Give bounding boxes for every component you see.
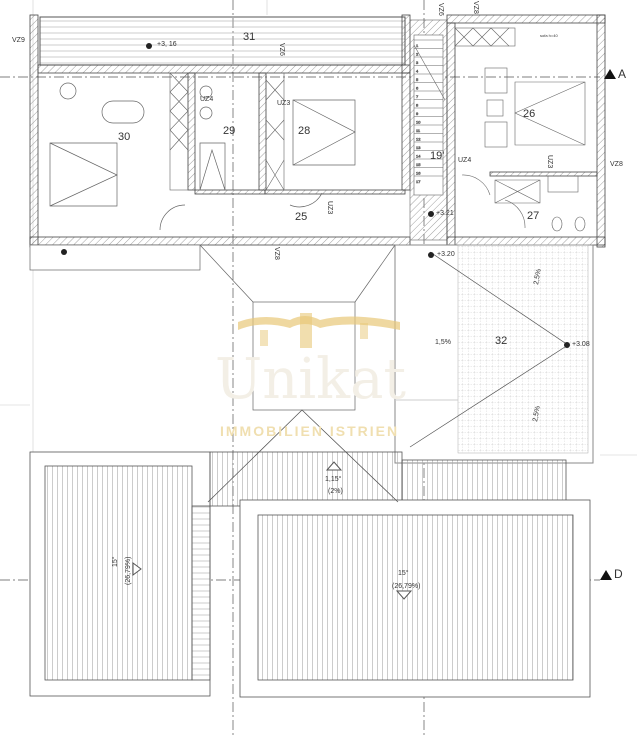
slope-terrace-left: 1,5% — [435, 339, 451, 346]
tag-vz8-top: VZ8 — [472, 1, 479, 14]
tag-vz6: VZ6 — [278, 43, 285, 56]
room-labels: 31 30 29 28 25 19' 26 27 32 — [118, 31, 539, 347]
furniture-right — [454, 27, 586, 232]
walls-left — [29, 14, 411, 248]
walls-right — [446, 14, 606, 248]
stair-step-number: 3 — [416, 60, 419, 65]
watermark-logo: Unikat IMMOBILIEN ISTRIEN — [215, 313, 406, 439]
slope-left-pct: (26,79%) — [125, 557, 132, 585]
stair-step-number: 6 — [416, 86, 419, 91]
stair-step-number: 7 — [416, 94, 419, 99]
stair-step-number: 16 — [416, 171, 421, 176]
room-30-label: 30 — [118, 131, 130, 143]
room-32-label: 32 — [495, 335, 507, 347]
stair-step-number: 10 — [416, 120, 421, 125]
stair-step-number: 2 — [416, 52, 419, 57]
stair-step-number: 5 — [416, 77, 419, 82]
stair-step-number: 11 — [416, 128, 421, 133]
slope-terrace-bottom: 2,5% — [532, 405, 542, 422]
stair-step-number: 1 — [416, 43, 419, 48]
section-mark-d: D — [614, 567, 623, 581]
tag-uz3-right: UZ3 — [546, 155, 553, 168]
watermark-tagline: IMMOBILIEN ISTRIEN — [220, 423, 399, 439]
room-26-label: 26 — [523, 108, 535, 120]
slope-main-pct: (26,79%) — [392, 583, 420, 590]
tag-vz8-right: VZ8 — [610, 161, 623, 168]
stair-step-number: 4 — [416, 69, 419, 74]
level-terrace: +3.08 — [572, 341, 590, 348]
level-balcony: +3, 16 — [157, 41, 177, 48]
room-28-label: 28 — [298, 125, 310, 137]
roof-lines — [29, 244, 396, 411]
tag-uz3-corridor: UZ3 — [326, 201, 333, 214]
slope-middle-pct: (2%) — [328, 488, 343, 495]
tag-vz6-top: VZ6 — [437, 3, 444, 16]
slope-labels: 1,5% 2,5% 2,5% 1,15° (2%) 15° (26,79%) 1… — [111, 268, 543, 600]
furniture — [49, 82, 356, 231]
stair-step-number: 12 — [416, 137, 421, 142]
stair-step-number: 8 — [416, 103, 419, 108]
wardrobes — [169, 72, 285, 191]
slope-left-angle: 15° — [111, 556, 119, 567]
room-29-label: 29 — [223, 125, 235, 137]
room-19-label: 19' — [430, 150, 444, 162]
tag-vz8-bottom: VZ8 — [273, 247, 280, 260]
lower-roofs — [29, 409, 591, 698]
level-terrace-entry: +3.20 — [437, 251, 455, 258]
tag-uz4: UZ4 — [200, 96, 213, 103]
level-stair: +3.21 — [436, 210, 454, 217]
room-25-label: 25 — [295, 211, 307, 223]
room-31-balcony — [39, 16, 406, 66]
terrace-grid — [457, 244, 589, 454]
section-mark-a: A — [618, 67, 626, 81]
section-marks: A D — [600, 67, 626, 581]
stair-step-number: 17 — [416, 179, 421, 184]
stair-step-number: 9 — [416, 111, 419, 116]
level-marks: +3, 16 +3.21 +3.20 +3.08 — [61, 41, 590, 348]
room-31-label: 31 — [243, 31, 255, 43]
tag-vz9: VZ9 — [12, 37, 25, 44]
slope-main-angle: 15° — [398, 569, 409, 577]
watermark-name: Unikat — [215, 347, 406, 412]
stair-step-number: 15 — [416, 162, 421, 167]
slope-middle-angle: 1,15° — [325, 475, 342, 483]
slope-terrace-top: 2,5% — [533, 268, 543, 285]
tag-uz3: UZ3 — [277, 100, 290, 107]
wall-tags: VZ9 UZ4 UZ3 UZ4 VZ8 VZ6 VZ6 VZ8 VZ8 UZ3 … — [12, 1, 623, 260]
stair-step-number: 13 — [416, 145, 421, 150]
furniture-note: sofa h=40 — [540, 33, 558, 38]
tag-uz4-right: UZ4 — [458, 157, 471, 164]
stair-step-number: 14 — [416, 154, 421, 159]
room-27-label: 27 — [527, 210, 539, 222]
